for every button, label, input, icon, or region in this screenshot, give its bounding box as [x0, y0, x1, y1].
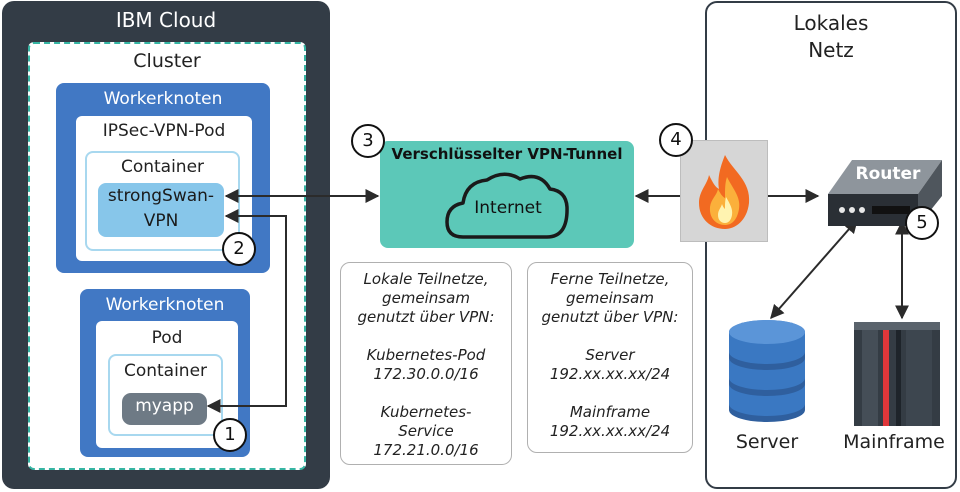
step-badge-2: 2: [222, 232, 256, 266]
app-pod-label: Pod: [151, 328, 183, 348]
local-subnets-text: Lokale Teilnetze, gemeinsam genutzt über…: [357, 270, 495, 459]
vpn-to-myapp-link: [206, 209, 287, 413]
strongswan-vpn-label: strongSwan- VPN: [107, 186, 215, 231]
internet-label: Internet: [474, 198, 542, 218]
strongswan-vpn-box: [98, 183, 224, 237]
mainframe-label: Mainframe: [843, 431, 945, 453]
remote-subnets-text: Ferne Teilnetze, gemeinsam genutzt über …: [541, 270, 679, 440]
router-to-server-link: [770, 218, 858, 320]
step-badge-5: 5: [905, 206, 939, 240]
internet-cloud-icon: [445, 172, 569, 239]
app-container-label: Container: [123, 361, 208, 381]
ibm-cloud-title: IBM Cloud: [115, 8, 217, 32]
cluster-title: Cluster: [133, 50, 201, 72]
local-subnets-box: [340, 262, 512, 465]
router-label: Router: [855, 164, 921, 184]
mainframe-icon: [854, 322, 940, 426]
vpn-tunnel-box: [380, 141, 634, 248]
myapp-label: myapp: [135, 396, 194, 416]
server-label: Server: [735, 431, 799, 453]
vpn-tunnel-title: Verschlüsselter VPN-Tunnel: [391, 145, 623, 163]
ipsec-vpn-pod-label: IPSec-VPN-Pod: [102, 121, 226, 141]
vpn-container-label: Container: [120, 157, 205, 177]
server-database-icon: [729, 320, 805, 422]
worker-node-app-label: Workerknoten: [105, 295, 225, 315]
step-badge-4: 4: [659, 123, 693, 157]
myapp-box: [122, 393, 207, 425]
local-network-title: Lokales Netz: [793, 11, 869, 62]
step-badge-1: 1: [213, 418, 247, 452]
remote-subnets-box: [527, 262, 693, 453]
step-badge-3: 3: [351, 124, 385, 158]
worker-node-vpn-label: Workerknoten: [103, 89, 223, 109]
flame-icon: [699, 155, 750, 229]
firewall-icon: [680, 140, 768, 242]
